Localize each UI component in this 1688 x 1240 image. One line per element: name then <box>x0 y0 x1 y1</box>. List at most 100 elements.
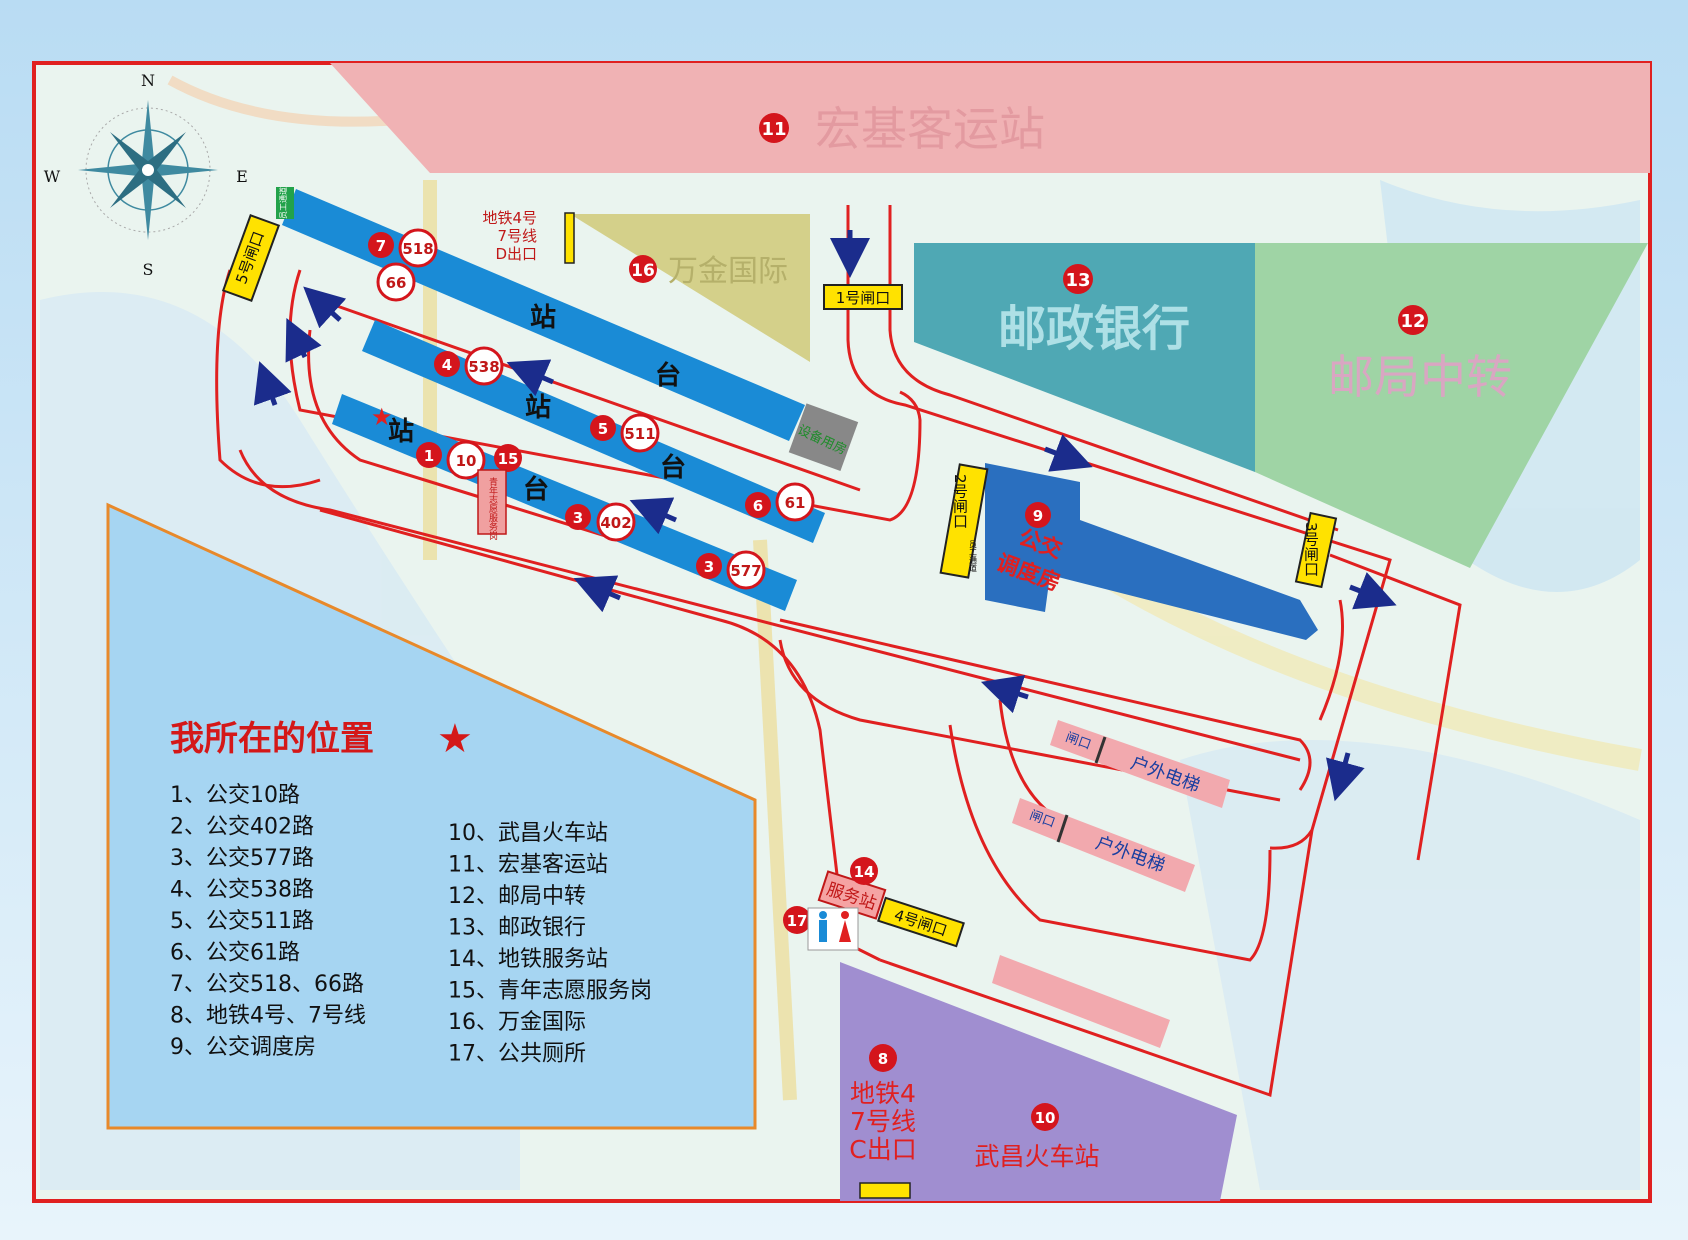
arrow-icon <box>629 497 677 535</box>
legend-item: 5、公交511路 <box>170 909 314 934</box>
area-12-badge <box>1398 305 1428 335</box>
area-8-badge <box>869 1044 897 1072</box>
bus-stops: 7 518 66 4 538 5 511 6 61 1 10 3 402 3 5… <box>368 228 815 590</box>
route-badge <box>464 346 504 386</box>
legend-item: 11、宏基客运站 <box>448 853 608 878</box>
area-8-line2: 7号线 <box>850 1107 916 1136</box>
platform-char-lower-2: 台 <box>523 474 549 505</box>
arrow-icon <box>1326 752 1365 802</box>
route-badge <box>376 262 416 302</box>
area-15-badge <box>494 444 522 472</box>
platform-char-middle-1: 站 <box>525 393 551 423</box>
area-11-badge <box>759 113 789 143</box>
legend-item: 6、公交61路 <box>170 941 300 966</box>
legend-column-2: 10、武昌火车站11、宏基客运站12、邮局中转13、邮政银行14、地铁服务站15… <box>448 821 652 1067</box>
legend-item: 13、邮政银行 <box>448 916 586 941</box>
gate-3-label: 3号闸口 <box>1302 522 1320 577</box>
metro-c-exit-area <box>840 962 1237 1201</box>
route-number: 538 <box>468 358 499 376</box>
area-16-name: 万金国际 <box>668 254 788 289</box>
route-number: 577 <box>730 562 761 580</box>
stop-number: 3 <box>704 558 714 576</box>
arrow-icon <box>573 575 621 613</box>
area-16-badge <box>629 255 657 283</box>
legend-item: 17、公共厕所 <box>448 1042 586 1067</box>
area-10-number: 10 <box>1035 1109 1056 1127</box>
gate-2-sublabel: 员工通道 <box>969 540 978 573</box>
hongji-bus-station-area <box>330 63 1650 173</box>
area-11-name: 宏基客运站 <box>815 102 1045 156</box>
legend-star: ★ <box>437 716 473 762</box>
bus-dispatch-building <box>985 463 1318 640</box>
route-number: 61 <box>785 494 806 512</box>
area-13-number: 13 <box>1065 270 1090 291</box>
area-14-number: 14 <box>854 863 875 881</box>
legend-item: 4、公交538路 <box>170 878 314 903</box>
arrow-icon <box>303 286 347 329</box>
stop-number-badge <box>745 492 771 518</box>
area-8-number: 8 <box>878 1050 888 1068</box>
legend-item: 10、武昌火车站 <box>448 821 608 846</box>
area-9-number: 9 <box>1033 507 1043 525</box>
gate-3 <box>1294 511 1338 589</box>
stop-number: 3 <box>573 509 583 527</box>
you-are-here-star: ★ <box>371 403 393 431</box>
arrow-icon <box>506 359 554 397</box>
traffic-arrows <box>253 230 1397 802</box>
route-number: 10 <box>456 452 477 470</box>
equipment-room <box>788 403 859 472</box>
legend-item: 2、公交402路 <box>170 815 314 840</box>
area-14-badge <box>850 857 878 885</box>
post-transfer-area <box>1255 243 1648 568</box>
compass-north: N <box>141 71 155 90</box>
compass-west: W <box>44 167 61 186</box>
escalator-3 <box>992 955 1170 1048</box>
stop-number-badge <box>368 232 394 258</box>
metro-d-line2: 7号线 <box>497 227 537 245</box>
staff-passage-label: 员工通道 <box>278 187 288 219</box>
area-15-number: 15 <box>498 450 519 468</box>
route-badge <box>775 482 815 522</box>
stop-number-badge <box>416 442 442 468</box>
stop-number: 6 <box>753 497 763 515</box>
volunteer-post-sign: 青年志愿服务岗 <box>487 476 498 540</box>
route-number: 511 <box>624 425 655 443</box>
area-17-number: 17 <box>787 912 808 930</box>
area-17-badge <box>783 906 811 934</box>
legend-item: 9、公交调度房 <box>170 1035 316 1060</box>
area-10-badge <box>1031 1103 1059 1131</box>
gate-4 <box>877 896 965 948</box>
stop-number: 7 <box>376 237 386 255</box>
stop-number: 5 <box>598 420 608 438</box>
legend-item: 15、青年志愿服务岗 <box>448 979 652 1004</box>
legend-column-1: 1、公交10路2、公交402路3、公交577路4、公交538路5、公交511路6… <box>170 783 366 1060</box>
stop-number-badge <box>696 553 722 579</box>
arrow-icon <box>285 317 322 363</box>
legend-item: 3、公交577路 <box>170 846 314 871</box>
legend-panel <box>106 502 757 1130</box>
gate-1 <box>823 284 903 310</box>
platform-char-upper-1: 站 <box>530 303 556 333</box>
volunteer-post <box>477 469 507 535</box>
compass-east: E <box>236 167 248 186</box>
platform-char-middle-2: 台 <box>660 452 686 483</box>
compass-icon <box>78 100 218 240</box>
platform-char-upper-2: 台 <box>655 360 681 391</box>
legend-item: 12、邮局中转 <box>448 884 586 909</box>
stop-number-badge <box>590 415 616 441</box>
platform-char-lower-1: 站 <box>388 417 414 447</box>
area-10-name: 武昌火车站 <box>974 1142 1099 1171</box>
area-11-number: 11 <box>761 119 786 140</box>
area-12-name: 邮局中转 <box>1328 350 1512 404</box>
route-number: 66 <box>386 274 407 292</box>
stop-number: 1 <box>424 447 434 465</box>
stop-number-badge <box>434 351 460 377</box>
metro-d-line1: 地铁4号 <box>482 209 537 227</box>
arrow-icon <box>1349 572 1397 610</box>
wanjin-area <box>570 214 810 362</box>
gate-1-label: 1号闸口 <box>836 289 891 307</box>
area-13-badge <box>1063 264 1093 294</box>
stop-number: 4 <box>442 356 452 374</box>
legend-item: 7、公交518、66路 <box>170 972 364 997</box>
